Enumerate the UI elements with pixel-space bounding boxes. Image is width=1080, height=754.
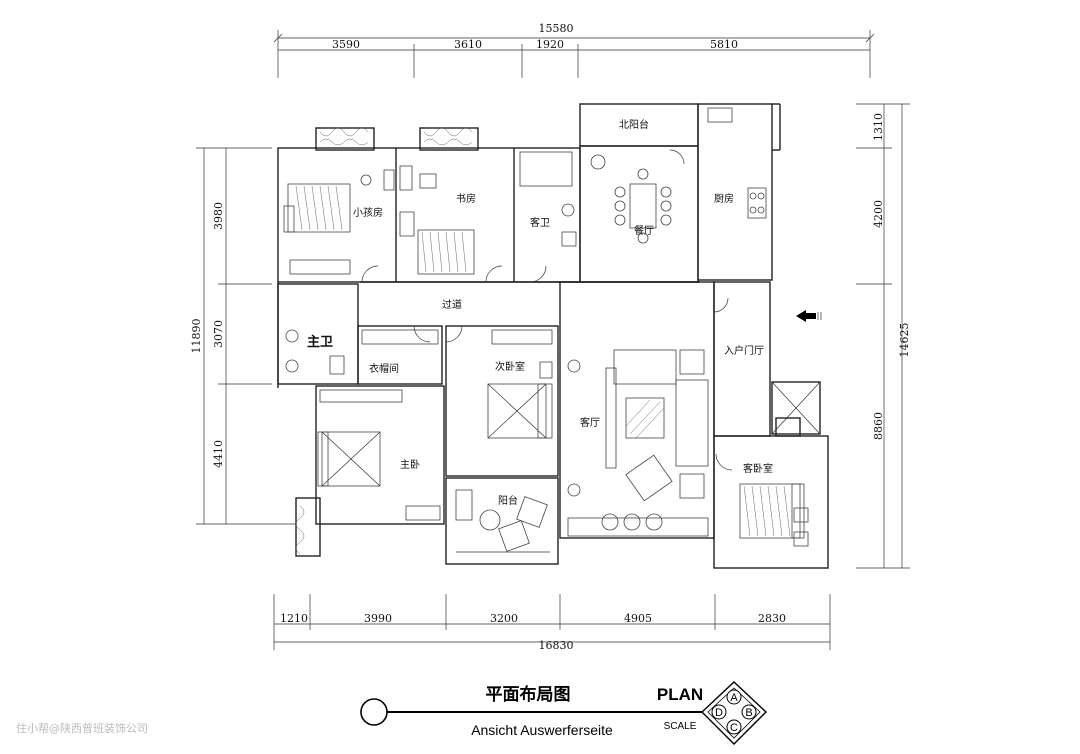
left-dimensions: 3980 3070 4410 11890 xyxy=(190,147,296,525)
label-master-bedroom: 主卧 xyxy=(400,458,420,471)
dim-bottom-4: 4905 xyxy=(624,612,652,625)
label-study: 书房 xyxy=(456,192,476,205)
label-corridor: 过道 xyxy=(442,298,462,311)
watermark: 住小帮@陕西曾班装饰公司 xyxy=(16,721,148,735)
dim-left-total: 11890 xyxy=(190,319,203,354)
title-circle-icon xyxy=(360,698,388,726)
label-kids-room: 小孩房 xyxy=(353,206,383,219)
dim-bottom-1: 1210 xyxy=(280,612,308,625)
dim-bottom-5: 2830 xyxy=(758,612,786,625)
title-block: 平面布局图 Ansicht Auswerferseite PLAN SCALE xyxy=(360,684,714,738)
dim-bottom-3: 3200 xyxy=(490,612,518,625)
dim-top-3: 1920 xyxy=(536,38,564,51)
label-north-balcony: 北阳台 xyxy=(619,118,649,131)
scale-label: SCALE xyxy=(664,721,697,732)
bottom-dimensions: 1210 3990 3200 4905 2830 16830 xyxy=(273,594,831,652)
label-living: 客厅 xyxy=(580,416,600,429)
label-closet: 衣帽间 xyxy=(369,362,399,375)
room-labels: 北阳台 小孩房 书房 客卫 餐厅 厨房 过道 主卫 衣帽间 次卧室 入户门厅 客… xyxy=(307,118,773,507)
dim-right-2: 4200 xyxy=(872,200,885,228)
drawing-subtitle: Ansicht Auswerferseite xyxy=(471,722,613,738)
compass-d: D xyxy=(715,707,723,719)
dim-right-total: 14625 xyxy=(898,323,911,358)
dim-top-total: 15580 xyxy=(539,22,574,35)
top-dimensions: 15580 3590 3610 1920 5810 xyxy=(273,22,875,78)
label-balcony: 阳台 xyxy=(498,494,518,507)
label-guest-bath: 客卫 xyxy=(530,216,550,229)
dim-top-1: 3590 xyxy=(332,38,360,51)
drawing-title: 平面布局图 xyxy=(486,684,571,705)
compass-b: B xyxy=(745,707,752,719)
label-master-bath: 主卫 xyxy=(307,334,333,350)
dim-bottom-2: 3990 xyxy=(364,612,392,625)
dim-top-4: 5810 xyxy=(710,38,738,51)
label-entrance: 入户门厅 xyxy=(724,344,764,357)
dim-right-3: 8860 xyxy=(872,412,885,440)
label-guest-bedroom: 客卧室 xyxy=(743,462,773,475)
compass-a: A xyxy=(730,692,738,704)
dim-top-2: 3610 xyxy=(454,38,482,51)
dim-bottom-total: 16830 xyxy=(539,639,574,652)
label-kitchen: 厨房 xyxy=(714,192,734,205)
compass-icon: A B C D xyxy=(700,681,768,745)
dim-left-2: 3070 xyxy=(212,320,225,348)
plan-label: PLAN xyxy=(657,685,703,704)
right-dimensions: 1310 4200 8860 14625 xyxy=(856,103,911,569)
label-second-bedroom: 次卧室 xyxy=(495,360,525,373)
label-dining: 餐厅 xyxy=(634,224,654,237)
dim-right-1: 1310 xyxy=(872,113,885,141)
dim-left-3: 4410 xyxy=(212,440,225,468)
dim-left-1: 3980 xyxy=(212,202,225,230)
compass-c: C xyxy=(730,722,738,734)
furniture xyxy=(283,107,822,552)
